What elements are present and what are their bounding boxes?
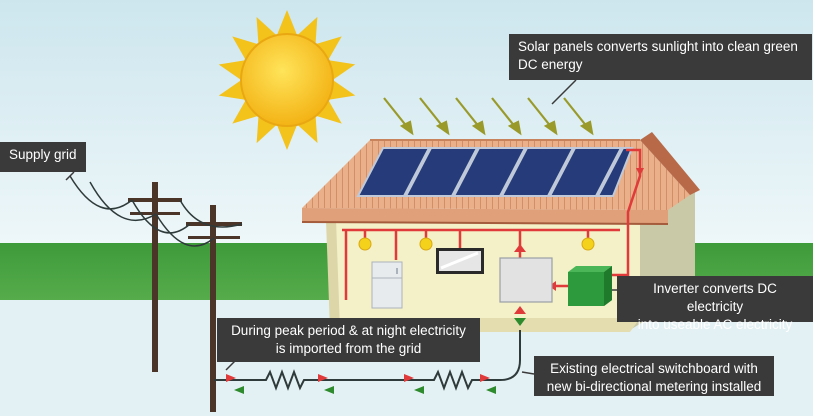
solar-callout-line-1: Solar panels converts sunlight into clea… bbox=[518, 39, 798, 54]
inverter-icon bbox=[568, 266, 612, 306]
solar-panels bbox=[356, 147, 634, 197]
grid-callout-line-1: Supply grid bbox=[9, 147, 77, 162]
import-export-arrows bbox=[226, 374, 496, 394]
grid-wires bbox=[69, 175, 243, 247]
light-bulb-icons bbox=[358, 237, 595, 251]
inverter-callout-line-2: into useable AC electricity bbox=[637, 317, 793, 332]
peak-period-callout: During peak period & at night electricit… bbox=[217, 318, 480, 362]
inverter-callout-line-1: Inverter converts DC electricity bbox=[653, 281, 777, 314]
power-poles bbox=[128, 182, 242, 412]
peak-callout-line-2: is imported from the grid bbox=[275, 341, 422, 356]
solar-panels-callout: Solar panels converts sunlight into clea… bbox=[509, 34, 812, 80]
switchboard-callout: Existing electrical switchboard with new… bbox=[534, 356, 774, 396]
switchboard-callout-line-2: new bi-directional metering installed bbox=[546, 379, 762, 394]
solar-callout-line-2: DC energy bbox=[518, 57, 583, 72]
sunlight-arrows bbox=[383, 97, 594, 136]
supply-grid-callout: Supply grid bbox=[0, 142, 86, 172]
switchboard-callout-line-1: Existing electrical switchboard with bbox=[550, 361, 758, 376]
inverter-callout: Inverter converts DC electricity into us… bbox=[617, 276, 813, 332]
fridge-icon bbox=[371, 261, 403, 309]
tv-icon bbox=[436, 248, 484, 274]
dc-ac-wiring bbox=[342, 148, 642, 300]
sun-icon bbox=[218, 10, 356, 150]
underground-cable bbox=[214, 330, 521, 391]
peak-callout-line-1: During peak period & at night electricit… bbox=[231, 323, 466, 338]
switchboard-icon bbox=[499, 257, 553, 303]
